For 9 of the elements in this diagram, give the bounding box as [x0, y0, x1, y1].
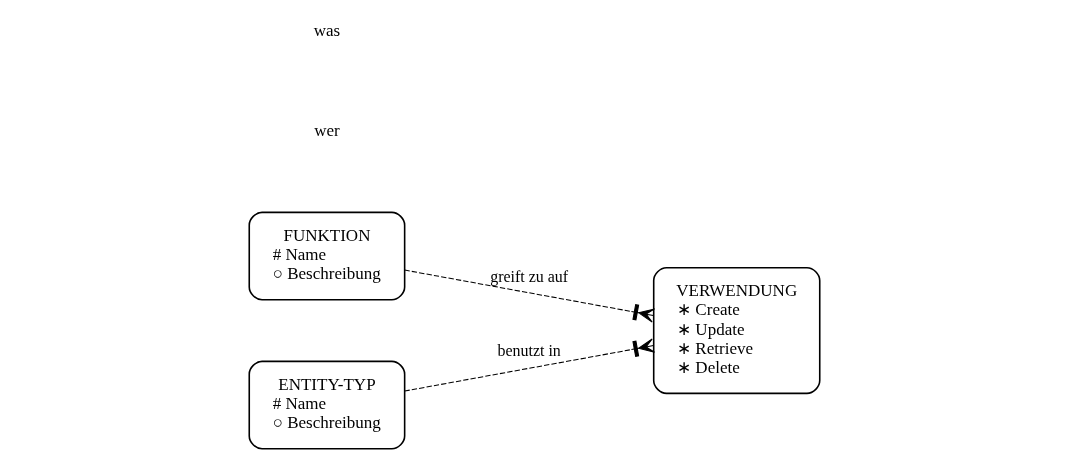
connector: [403, 269, 655, 323]
label: wer: [313, 120, 340, 140]
node-box: ENTITY-TYP # Name ○ Beschreibung: [247, 360, 405, 450]
edge-label: greift zu auf: [489, 267, 568, 285]
edge-label: benutzt in: [497, 342, 561, 360]
node-box: FUNKTION # Name ○ Beschreibung: [247, 211, 405, 301]
connector: [403, 338, 655, 392]
node-box: VERWENDUNG ∗ Create ∗ Update ∗ Retrieve ∗ Delete: [652, 266, 821, 395]
label: was: [313, 20, 340, 40]
